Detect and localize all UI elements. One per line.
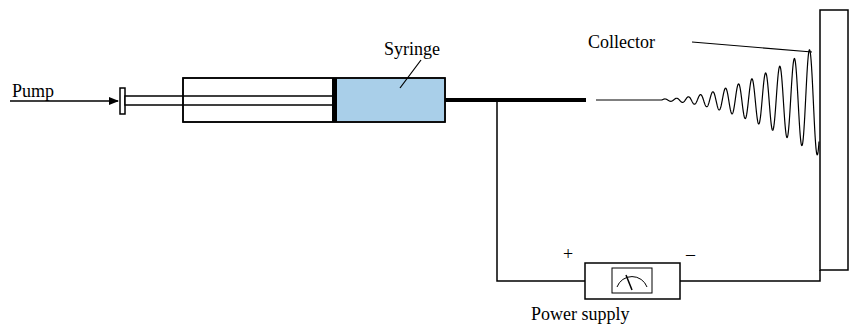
pump-arrow [10, 100, 118, 102]
power-supply-box [585, 263, 680, 299]
polarity-sign: – [686, 245, 695, 263]
straight-jet [596, 100, 662, 101]
polymer-solution [337, 79, 444, 121]
leader-line [692, 42, 812, 52]
wire [497, 100, 585, 281]
part-label: Collector [588, 33, 655, 51]
meter-face [612, 268, 652, 293]
wire [680, 270, 820, 281]
leader-line [400, 60, 421, 88]
plunger-head [332, 78, 337, 122]
collector-plate [820, 10, 848, 270]
needle [445, 98, 586, 102]
whipping-jet [662, 50, 819, 155]
part-label: Pump [12, 82, 54, 100]
syringe-barrel-outline [183, 78, 445, 122]
polarity-sign: + [563, 245, 573, 263]
meter-needle [626, 275, 632, 290]
syringe-barrel [183, 78, 445, 122]
part-label: Syringe [384, 40, 440, 58]
part-label: Power supply [531, 305, 630, 323]
meter-scale [617, 277, 647, 287]
plunger-rod [125, 96, 335, 105]
